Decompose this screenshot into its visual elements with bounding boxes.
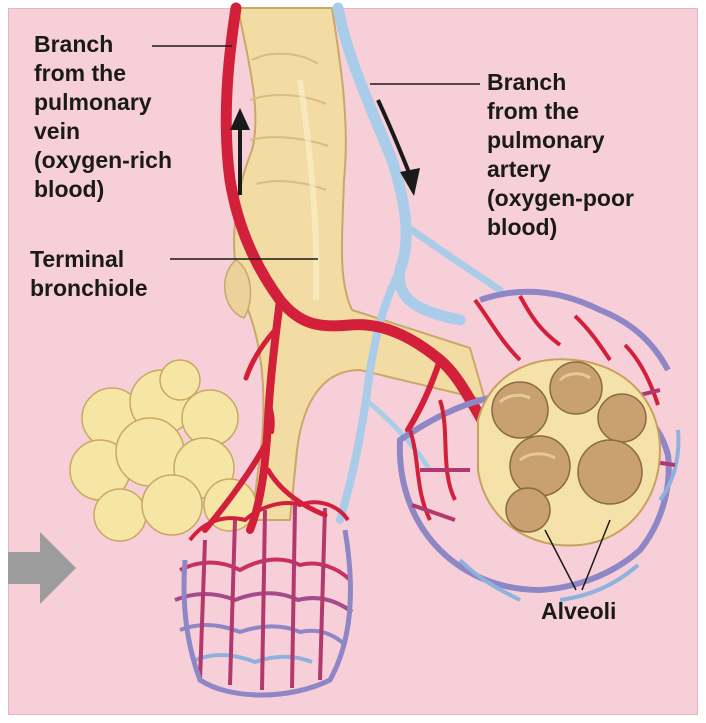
label-pulmonary-artery: Branch from the pulmonary artery (oxygen… — [487, 68, 634, 242]
label-pulmonary-vein: Branch from the pulmonary vein (oxygen-r… — [34, 30, 172, 204]
pulmonary-artery-branch — [338, 8, 500, 520]
arrow-right-icon — [8, 532, 76, 604]
alveolar-cluster-outer — [70, 360, 256, 541]
label-alveoli: Alveoli — [541, 597, 616, 626]
capillary-network-upper-left — [175, 502, 352, 695]
alveolar-sac-cutaway — [478, 359, 660, 545]
label-terminal-bronchiole: Terminal bronchiole — [30, 245, 148, 303]
